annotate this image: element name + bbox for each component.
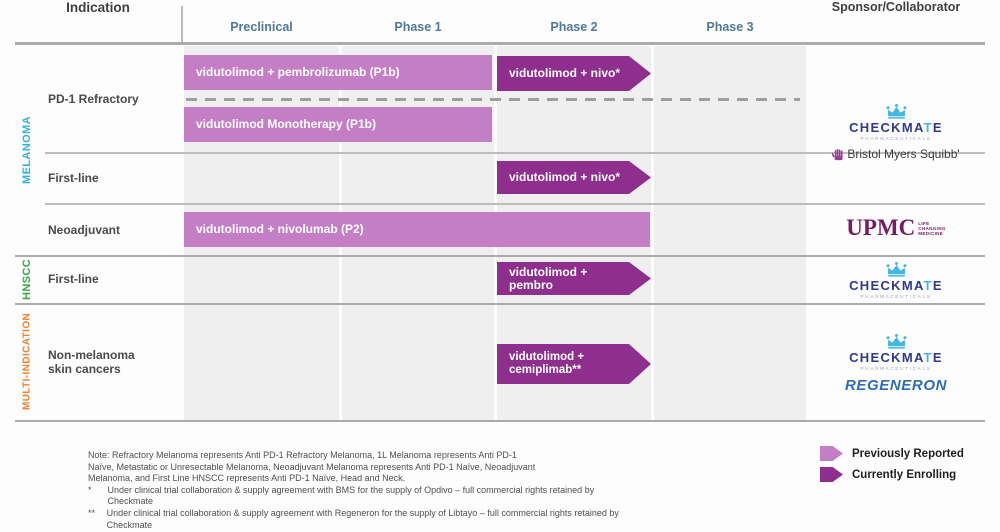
section-divider	[15, 303, 985, 305]
checkmate-accent: T	[923, 350, 933, 365]
trial-arrow-cemiplimab: vidutolimod + cemiplimab**	[497, 344, 651, 384]
footnote-marker: *	[88, 484, 92, 495]
header-separator-line	[15, 42, 985, 45]
column-header-phase1: Phase 1	[394, 20, 442, 34]
dashed-divider-line	[186, 98, 800, 101]
checkmate-subtitle: PHARMACEUTICALS	[860, 366, 932, 371]
column-header-phase2: Phase 2	[550, 20, 598, 34]
bottom-border-line	[15, 420, 985, 422]
indication-label: First-line	[48, 171, 99, 185]
legend-arrow-light-icon	[820, 446, 843, 461]
sponsor-checkmate-regeneron: CHECKMATE PHARMACEUTICALS REGENERON	[806, 334, 986, 394]
legend-label: Currently Enrolling	[852, 468, 957, 481]
checkmate-accent: T	[923, 120, 933, 135]
row-divider	[45, 152, 985, 154]
trial-bar-pembrolizumab-p1b: vidutolimod + pembrolizumab (P1b)	[184, 55, 492, 90]
upmc-tagline-2: CHANGING	[918, 226, 946, 231]
section-divider	[15, 255, 985, 257]
indication-label: Neoadjuvant	[48, 223, 121, 237]
row-divider	[45, 203, 985, 205]
footnote-text: Under clinical trial collaboration & sup…	[107, 484, 595, 507]
checkmate-wordmark: CHECKMATE	[849, 278, 943, 293]
upmc-wordmark: UPMC	[846, 215, 916, 240]
indication-label: Non-melanoma skin cancers	[48, 348, 135, 376]
bms-wordmark: Bristol Myers Squibb'	[847, 147, 960, 161]
checkmate-wordmark: CHECKMATE	[849, 120, 943, 135]
section-label-hnscc: HNSCC	[21, 258, 33, 300]
footnote-double-asterisk: ** Under clinical trial collaboration & …	[88, 508, 628, 531]
section-label-multi-indication: MULTI-INDICATION	[21, 312, 33, 411]
sponsor-upmc: UPMC LIFE CHANGING MEDICINE	[806, 215, 986, 240]
trial-arrow-pembro: vidutolimod + pembro	[497, 262, 651, 295]
checkmate-part2: E	[932, 278, 943, 293]
bms-logo: Bristol Myers Squibb'	[832, 147, 960, 161]
checkmate-subtitle: PHARMACEUTICALS	[860, 294, 932, 299]
header-divider	[181, 6, 183, 43]
column-bg-phase3	[654, 46, 806, 420]
sponsor-checkmate-bms: CHECKMATE PHARMACEUTICALS Bristol Myers …	[806, 104, 986, 161]
legend-item-currently-enrolling: Currently Enrolling	[820, 467, 956, 482]
indication-label: PD-1 Refractory	[48, 92, 139, 106]
upmc-tagline-3: MEDICINE	[918, 231, 944, 236]
section-label-melanoma: MELANOMA	[21, 116, 33, 185]
checkmate-part1: CHECKMA	[849, 278, 924, 293]
crown-icon	[886, 104, 906, 119]
column-header-preclinical: Preclinical	[230, 20, 293, 34]
note-line: Melanoma, and First Line HNSCC represent…	[88, 473, 406, 484]
column-header-indication: Indication	[66, 0, 130, 15]
crown-icon	[886, 262, 906, 277]
checkmate-part2: E	[932, 350, 943, 365]
trial-arrow-nivo-firstline: vidutolimod + nivo*	[497, 161, 651, 194]
legend-item-previously-reported: Previously Reported	[820, 446, 964, 461]
checkmate-part2: E	[932, 120, 943, 135]
legend-label: Previously Reported	[852, 447, 964, 460]
checkmate-subtitle: PHARMACEUTICALS	[860, 136, 932, 141]
footnote-marker: **	[88, 507, 96, 518]
crown-icon	[886, 334, 906, 349]
checkmate-accent: T	[923, 278, 933, 293]
column-header-phase3: Phase 3	[706, 20, 754, 34]
footnote-text: Under clinical trial collaboration & sup…	[106, 507, 619, 530]
legend-arrow-dark-icon	[820, 467, 843, 482]
sponsor-checkmate: CHECKMATE PHARMACEUTICALS	[806, 262, 986, 299]
checkmate-wordmark: CHECKMATE	[849, 350, 943, 365]
bms-hand-icon	[832, 148, 843, 160]
checkmate-part1: CHECKMA	[849, 350, 924, 365]
upmc-tagline: LIFE CHANGING MEDICINE	[918, 221, 945, 236]
trial-arrow-nivo-refractory: vidutolimod + nivo*	[497, 56, 651, 91]
indication-label: First-line	[48, 272, 99, 286]
trial-bar-nivolumab-p2: vidutolimod + nivolumab (P2)	[184, 212, 650, 247]
upmc-tagline-1: LIFE	[918, 221, 930, 226]
column-header-sponsor: Sponsor/Collaborator	[831, 0, 961, 14]
checkmate-part1: CHECKMA	[849, 120, 924, 135]
footnote-asterisk: * Under clinical trial collaboration & s…	[88, 485, 628, 508]
regeneron-wordmark: REGENERON	[844, 377, 948, 394]
note-line: Naïve, Metastatic or Unresectable Melano…	[88, 461, 536, 472]
note-line: Note: Refractory Melanoma represents Ant…	[88, 450, 517, 460]
trial-bar-monotherapy-p1b: vidutolimod Monotherapy (P1b)	[184, 107, 492, 142]
footnotes: Note: Refractory Melanoma represents Ant…	[88, 450, 628, 531]
